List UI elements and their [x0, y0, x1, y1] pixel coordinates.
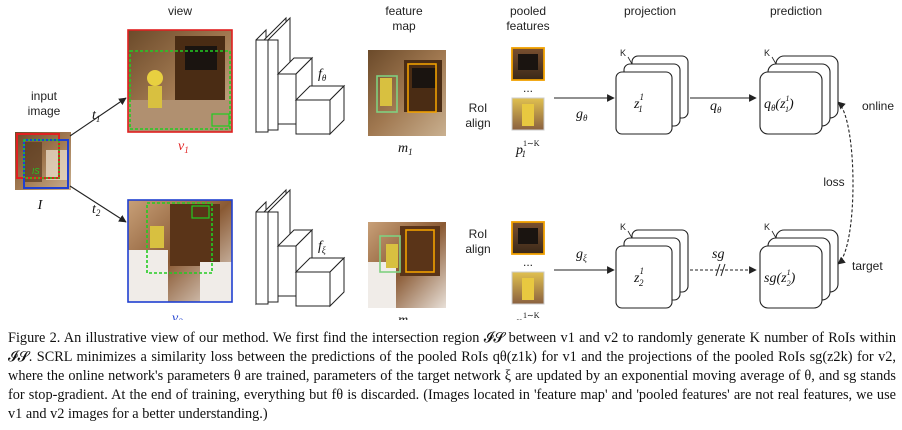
label-v2: v2 — [172, 311, 183, 320]
label-g-theta: gθ — [576, 107, 588, 123]
label-target: target — [852, 259, 883, 273]
label-pooled-1: pooled — [510, 4, 546, 18]
caption-body: An illustrative view of our method. We f… — [8, 330, 896, 422]
pooled-features-2 — [511, 221, 545, 305]
k-label-pred-top: K — [764, 48, 770, 58]
figure-caption: Figure 2. An illustrative view of our me… — [8, 329, 896, 424]
label-v1: v1 — [178, 139, 189, 155]
label-roi-align-top-1: RoI — [469, 101, 488, 115]
label-prediction: prediction — [770, 4, 822, 18]
method-diagram: view feature map pooled features project… — [15, 4, 894, 320]
projection-stack-online — [615, 55, 689, 135]
label-online: online — [862, 99, 894, 113]
label-f-theta: fθ — [318, 67, 327, 83]
encoder-online — [255, 16, 346, 136]
label-roi-align-bottom-2: align — [465, 242, 490, 256]
label-t2: t2 — [92, 202, 101, 218]
ellipsis-top: ... — [523, 81, 533, 95]
label-q-theta: qθ — [710, 99, 722, 115]
prediction-stack-target — [759, 229, 839, 309]
label-input-1: input — [31, 89, 58, 103]
label-feature-map-1: feature — [385, 4, 423, 18]
feature-map-1 — [368, 50, 446, 136]
label-roi-align-bottom-1: RoI — [469, 227, 488, 241]
label-roi-align-top-2: align — [465, 116, 490, 130]
label-sg: sg — [712, 247, 724, 262]
label-f-xi: fξ — [318, 239, 326, 255]
label-I: I — [37, 198, 44, 213]
label-pooled-2: features — [506, 19, 549, 33]
is-label-input: IS — [32, 167, 40, 176]
label-view: view — [168, 4, 192, 18]
k-label-proj-top: K — [620, 48, 626, 58]
caption-head: Figure 2. — [8, 330, 61, 346]
feature-map-2 — [368, 222, 446, 308]
encoder-target — [255, 188, 346, 308]
label-m2: m2 — [398, 313, 413, 320]
view-1-image — [127, 29, 233, 133]
ellipsis-bottom: ... — [523, 255, 533, 269]
label-input-2: image — [28, 104, 61, 118]
label-g-xi: gξ — [576, 247, 587, 263]
label-p2: p1∼K2 — [515, 311, 540, 320]
label-loss: loss — [823, 175, 844, 189]
input-image: IS — [15, 132, 71, 190]
label-feature-map-2: map — [392, 19, 416, 33]
label-t1: t1 — [92, 108, 100, 124]
k-label-pred-bottom: K — [764, 222, 770, 232]
projection-stack-target — [615, 229, 689, 309]
view-2-image — [127, 199, 233, 303]
pooled-features-1 — [511, 47, 545, 131]
k-label-proj-bottom: K — [620, 222, 626, 232]
prediction-stack-online — [759, 55, 839, 135]
label-m1: m1 — [398, 141, 413, 157]
label-projection: projection — [624, 4, 676, 18]
